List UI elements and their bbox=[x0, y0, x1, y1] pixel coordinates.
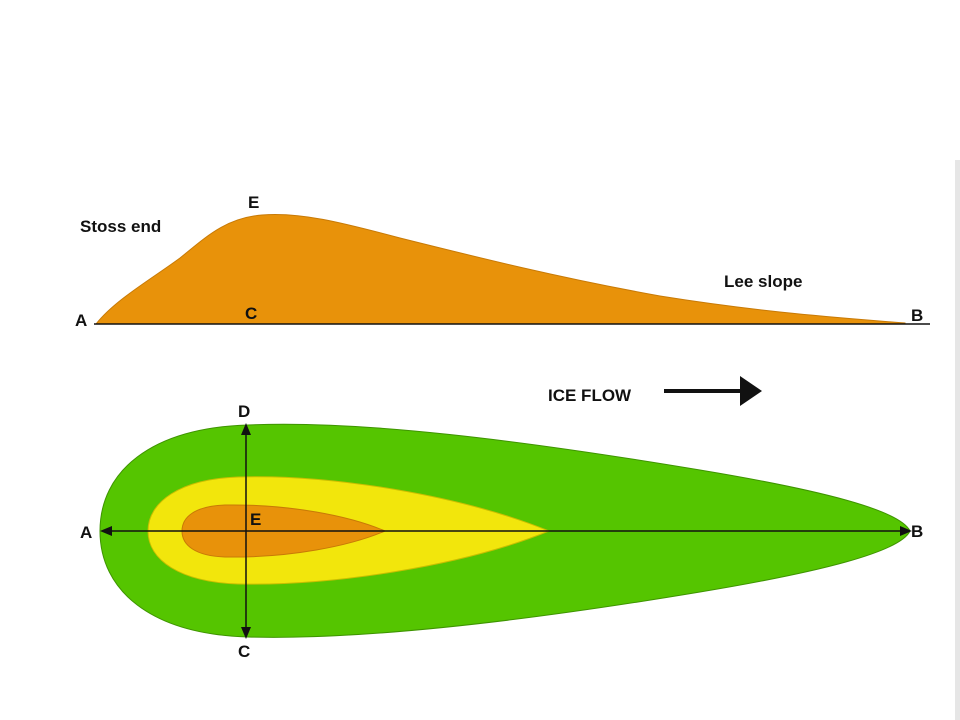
plan-point-c: C bbox=[238, 642, 250, 661]
profile-point-b: B bbox=[911, 306, 923, 325]
short-axis-d-c bbox=[241, 423, 251, 639]
plan-point-d: D bbox=[238, 402, 250, 421]
profile-point-a: A bbox=[75, 311, 87, 330]
lee-slope-label: Lee slope bbox=[724, 272, 802, 291]
plan-point-a: A bbox=[80, 523, 92, 542]
stoss-end-label: Stoss end bbox=[80, 217, 161, 236]
plan-view: A B D C E bbox=[80, 402, 923, 661]
ice-flow-indicator: ICE FLOW bbox=[548, 376, 762, 406]
long-axis-a-b bbox=[100, 526, 912, 536]
plan-point-b: B bbox=[911, 522, 923, 541]
profile-view: Stoss end Lee slope A B C E bbox=[75, 193, 930, 330]
ice-flow-label: ICE FLOW bbox=[548, 386, 632, 405]
right-edge-strip bbox=[955, 160, 960, 720]
plan-point-e: E bbox=[250, 510, 261, 529]
profile-shape bbox=[94, 214, 906, 325]
profile-point-e: E bbox=[248, 193, 259, 212]
right-arrow-icon bbox=[664, 376, 762, 406]
profile-point-c: C bbox=[245, 304, 257, 323]
